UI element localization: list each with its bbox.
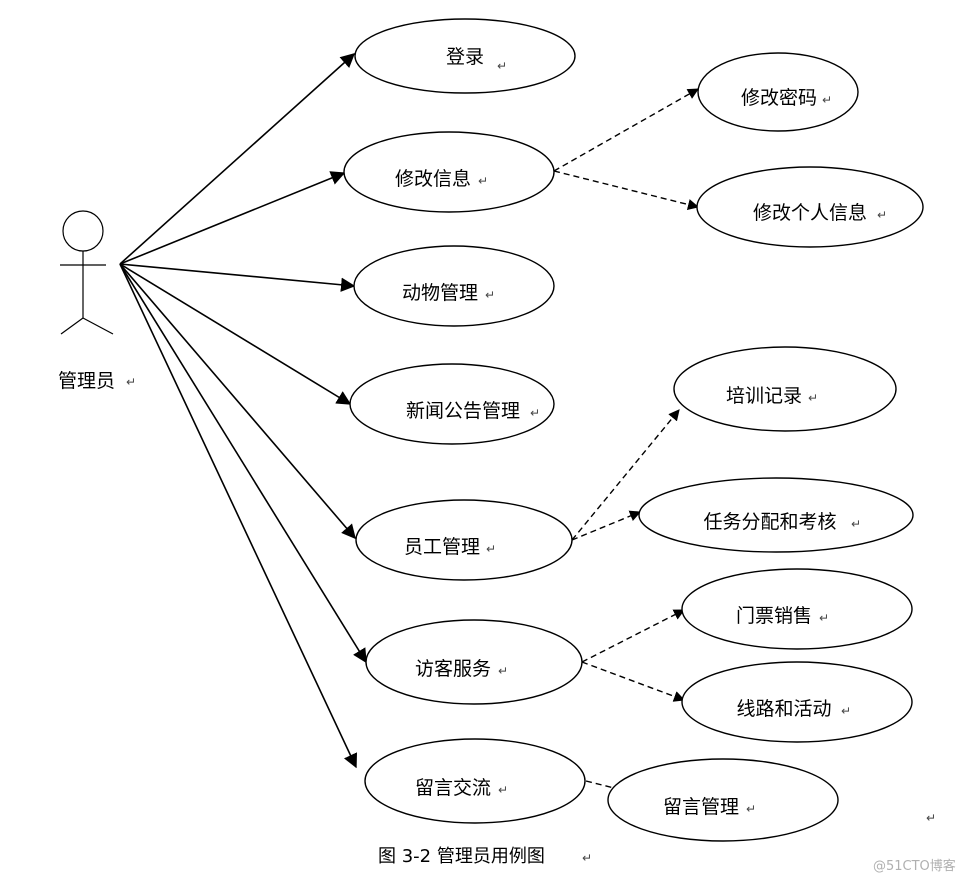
label-message-exchange: 留言交流	[415, 777, 491, 799]
use-case-staff-management: 员工管理 ↵	[355, 499, 573, 581]
dep-routes-activities	[581, 661, 686, 702]
use-case-modify-info: 修改信息 ↵	[343, 131, 555, 213]
label-message-management: 留言管理	[663, 796, 739, 818]
mark: ↵	[497, 59, 507, 73]
caption-mark: ↵	[582, 851, 592, 865]
associations	[119, 53, 367, 769]
use-case-training-records: 培训记录 ↵	[673, 346, 897, 432]
assoc-login	[119, 53, 356, 265]
use-case-change-password: 修改密码 ↵	[697, 52, 859, 132]
use-case-task-assignment: 任务分配和考核 ↵	[638, 477, 914, 553]
label-modify-info: 修改信息	[395, 168, 471, 190]
label-login: 登录	[446, 46, 484, 68]
use-case-news-management: 新闻公告管理 ↵	[349, 363, 555, 445]
assoc-modify-info	[119, 171, 346, 265]
assoc-news-management	[119, 263, 352, 405]
actor-admin: 管理员 ↵	[58, 210, 136, 392]
mark: ↵	[498, 664, 508, 678]
dep-ticket-sales	[581, 609, 685, 663]
assoc-message-exchange	[119, 263, 358, 769]
stray-mark: ↵	[926, 811, 936, 825]
use-case-ticket-sales: 门票销售 ↵	[681, 568, 913, 650]
use-case-animal-management: 动物管理 ↵	[353, 245, 555, 327]
mark: ↵	[486, 542, 496, 556]
mark: ↵	[841, 704, 851, 718]
dep-change-password	[553, 88, 699, 172]
use-case-login: 登录 ↵	[354, 18, 576, 94]
dep-message-management	[585, 780, 615, 789]
mark: ↵	[498, 783, 508, 797]
actor-right-leg	[82, 317, 114, 335]
label-news-management: 新闻公告管理	[406, 400, 520, 422]
assoc-animal-management	[119, 263, 356, 292]
use-case-message-management: 留言管理 ↵	[607, 758, 839, 842]
use-case-routes-activities: 线路和活动 ↵	[681, 661, 913, 743]
mark: ↵	[530, 406, 540, 420]
label-training-records: 培训记录	[726, 385, 802, 407]
assoc-staff-management	[119, 263, 356, 540]
dependencies	[553, 88, 700, 789]
assoc-visitor-service	[119, 263, 367, 664]
mark: ↵	[822, 93, 832, 107]
label-task-assignment: 任务分配和考核	[703, 511, 836, 533]
mark: ↵	[877, 208, 887, 222]
mark: ↵	[485, 288, 495, 302]
label-routes-activities: 线路和活动	[736, 698, 831, 720]
watermark: @51CTO博客	[873, 858, 956, 874]
dep-training-records	[571, 409, 680, 541]
actor-head	[62, 210, 104, 252]
use-case-message-exchange: 留言交流 ↵	[364, 738, 586, 824]
label-ticket-sales: 门票销售	[736, 605, 812, 627]
dep-change-personal-info	[553, 170, 700, 210]
label-visitor-service: 访客服务	[415, 658, 491, 680]
use-case-change-personal-info: 修改个人信息 ↵	[696, 166, 924, 248]
label-animal-management: 动物管理	[402, 282, 478, 304]
mark: ↵	[746, 802, 756, 816]
label-change-personal-info: 修改个人信息	[753, 202, 867, 224]
dep-task-assignment	[571, 510, 642, 541]
actor-label: 管理员	[58, 370, 115, 392]
label-change-password: 修改密码	[741, 87, 817, 109]
label-staff-management: 员工管理	[404, 536, 480, 558]
actor-left-leg	[60, 317, 84, 335]
figure-caption: 图 3-2 管理员用例图	[378, 846, 545, 867]
actor-label-mark: ↵	[126, 375, 136, 389]
mark: ↵	[851, 517, 861, 531]
mark: ↵	[819, 611, 829, 625]
mark: ↵	[808, 391, 818, 405]
mark: ↵	[478, 174, 488, 188]
use-case-visitor-service: 访客服务 ↵	[365, 619, 583, 705]
